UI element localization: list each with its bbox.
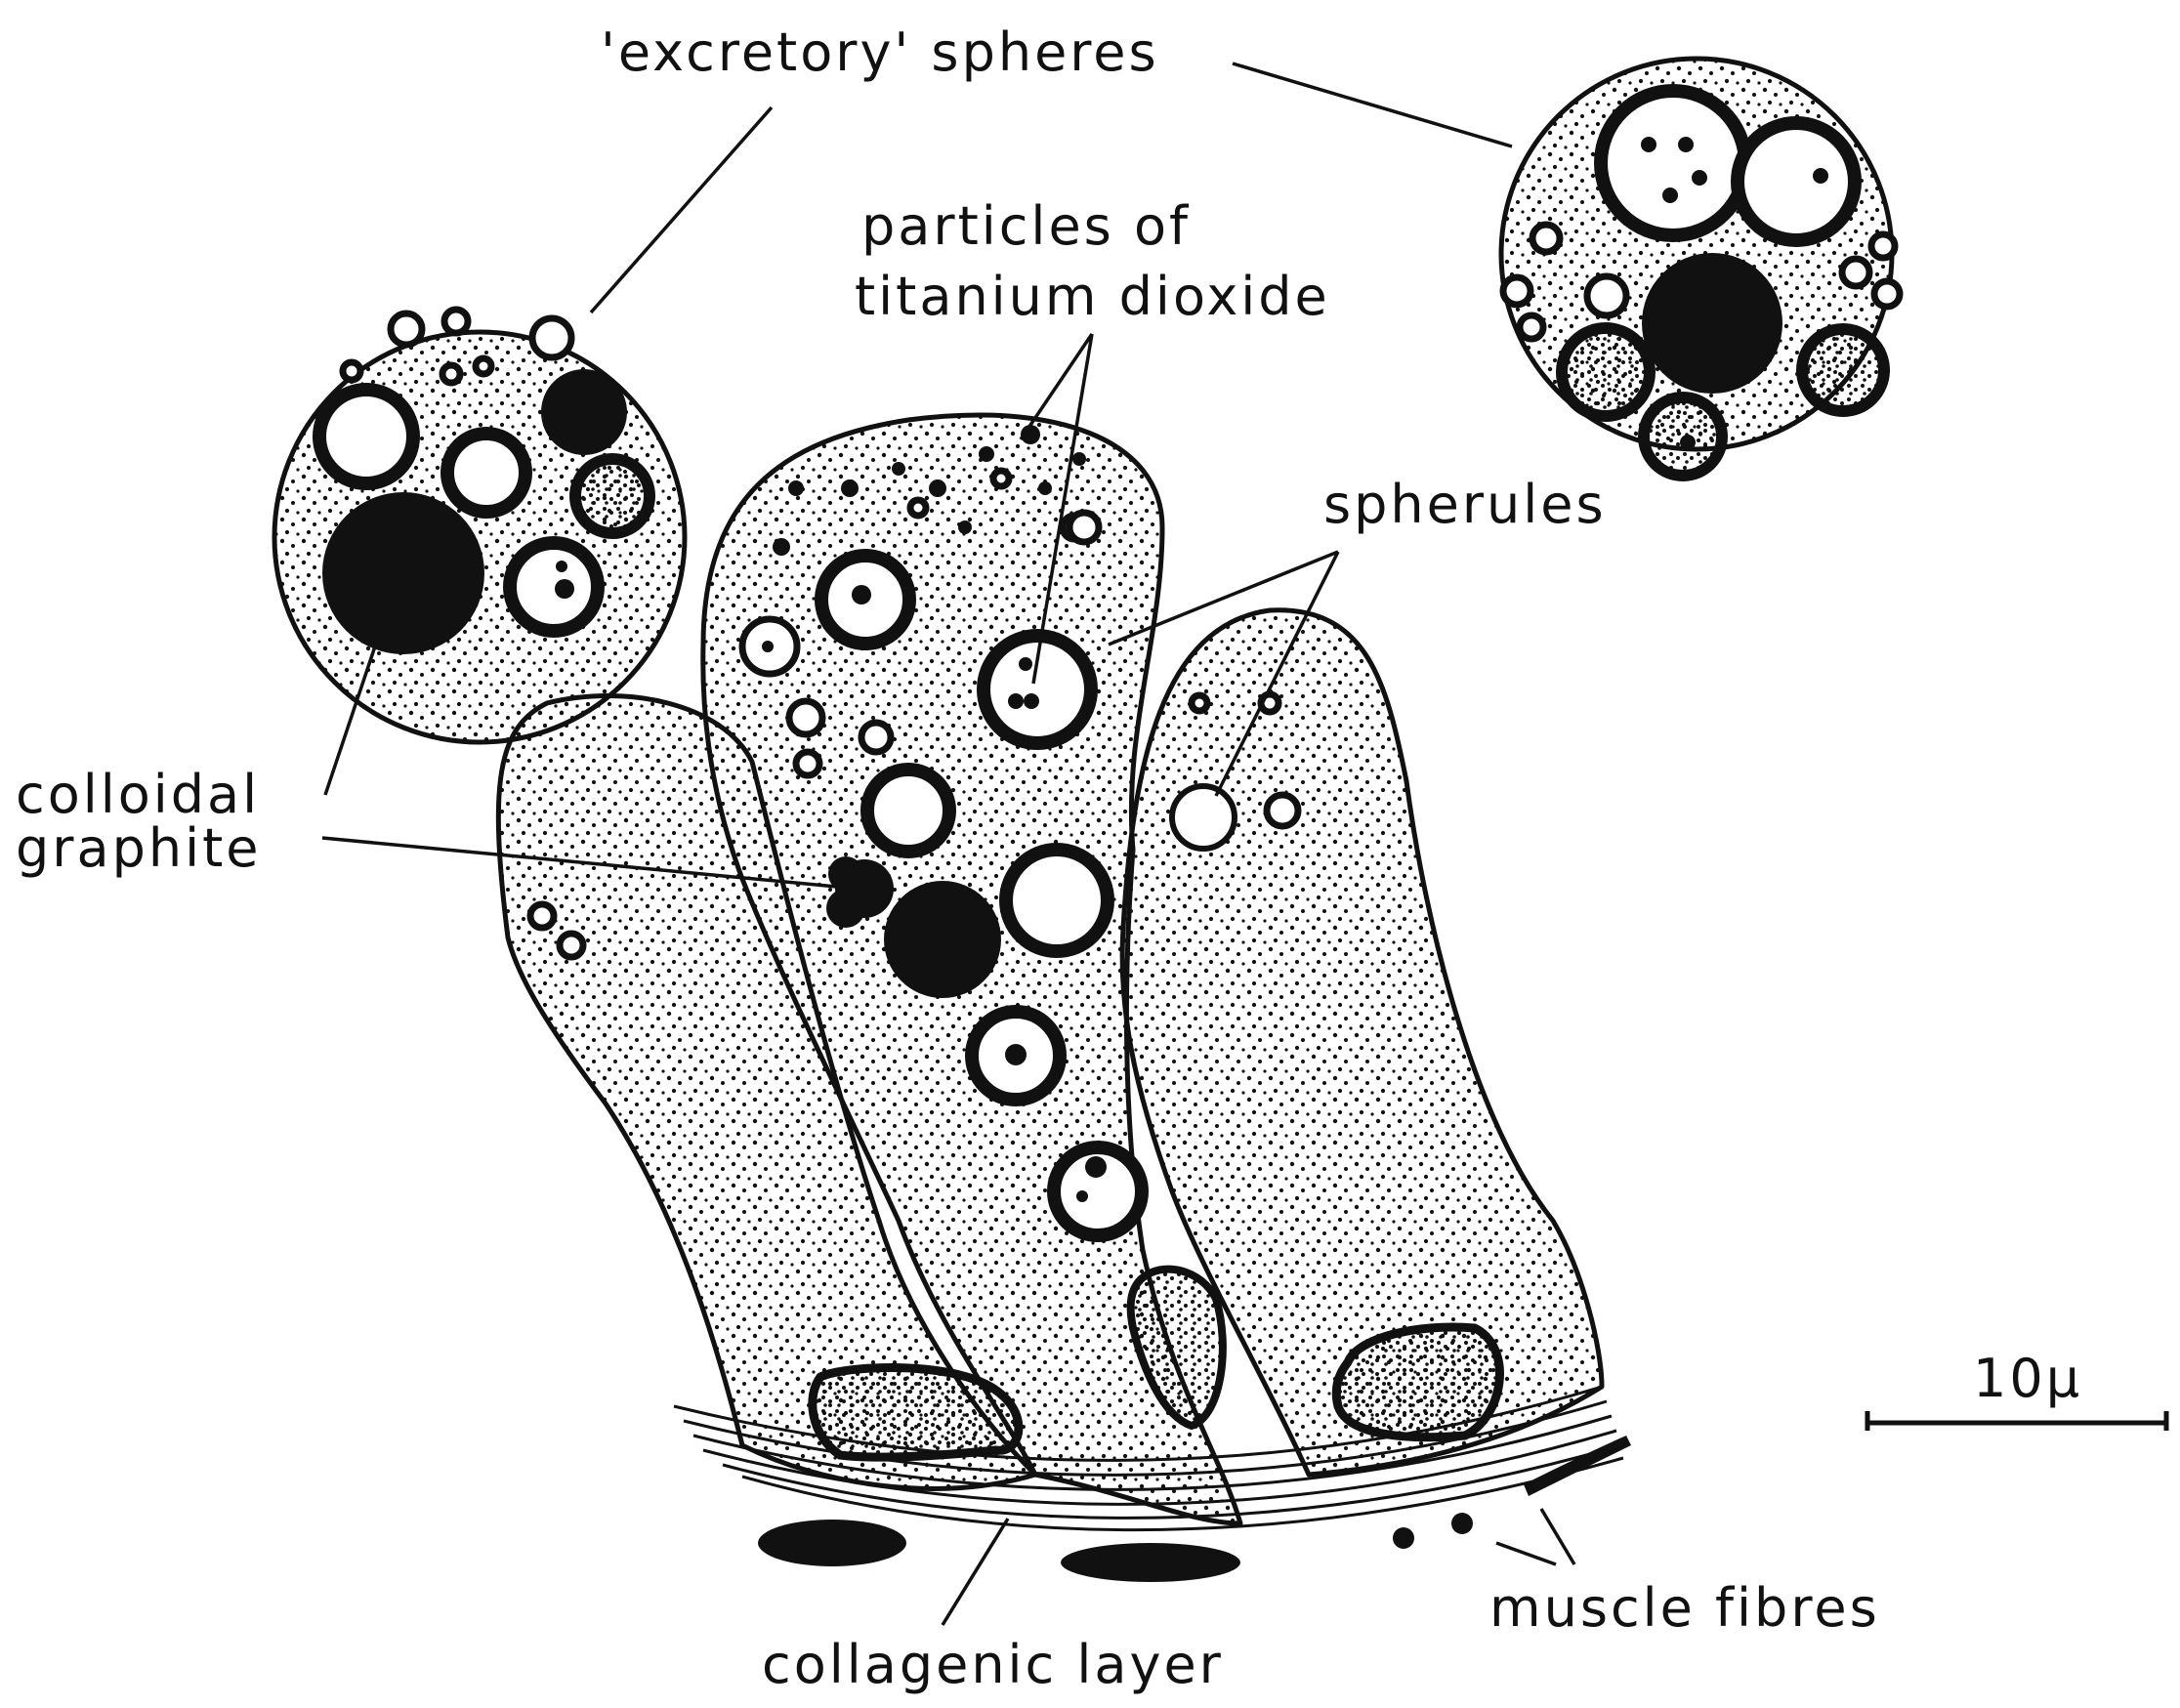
label-muscle-fibres: muscle fibres [1489, 1577, 1880, 1639]
label-scale-bar: 10µ [1973, 1348, 2082, 1409]
label-colloidal-line2: graphite [16, 817, 261, 879]
scale-bar-icon [1865, 1411, 2169, 1431]
central-cell [700, 412, 1243, 1526]
label-particles-line1: particles of [861, 195, 1191, 257]
label-collagenic-layer: collagenic layer [762, 1634, 1224, 1695]
label-excretory-spheres: 'excretory' spheres [601, 21, 1159, 83]
label-particles-line2: titanium dioxide [855, 266, 1330, 327]
excretory-sphere-right [1498, 56, 1904, 481]
excretory-sphere-left [272, 306, 688, 745]
label-spherules: spherules [1323, 474, 1607, 535]
right-cell [1119, 607, 1605, 1478]
colloidal-graphite-central [826, 856, 1001, 998]
label-colloidal-line1: colloidal [16, 764, 260, 825]
muscle-fibres-drawing [758, 1436, 1631, 1582]
leader-lines [321, 62, 1576, 1626]
